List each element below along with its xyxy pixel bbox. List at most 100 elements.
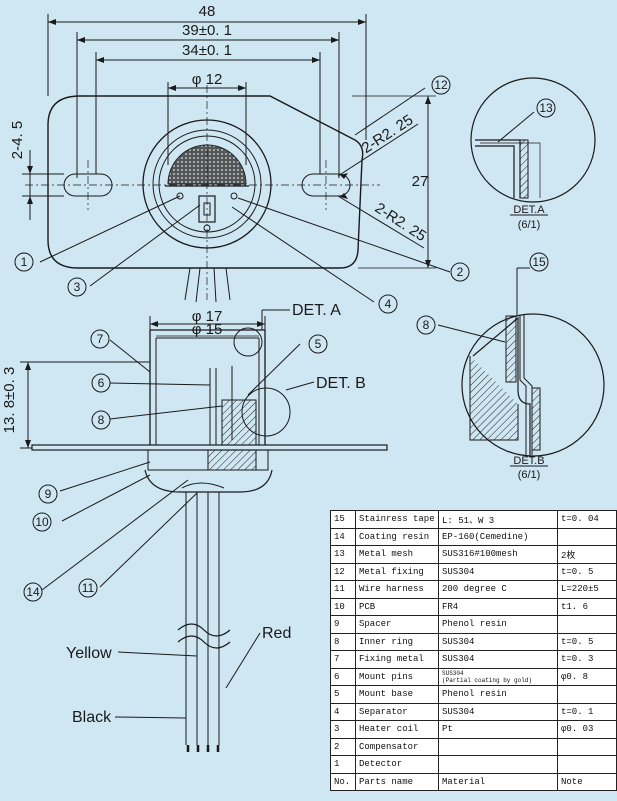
part-note: t=0. 1: [557, 702, 617, 721]
dim-27: 27: [412, 173, 429, 190]
part-note: t=0. 5: [557, 632, 617, 651]
part-number: 9: [330, 615, 356, 634]
part-number: 15: [330, 510, 356, 529]
part-note: t=0. 3: [557, 650, 617, 669]
part-name: PCB: [355, 597, 439, 616]
part-name: Metal mesh: [355, 545, 439, 564]
part-name: Fixing metal: [355, 650, 439, 669]
det-b-scale: (6/1): [518, 469, 541, 481]
part-material-sub: (Partial coating by gold): [442, 676, 533, 684]
part-number: 14: [330, 527, 356, 546]
part-name: Metal fixing: [355, 562, 439, 581]
callout-5-circle: [308, 334, 328, 354]
part-material: SUS304: [438, 650, 558, 669]
part-name: Compensator: [355, 737, 439, 756]
part-number: 6: [330, 667, 356, 686]
part-note: 2枚: [557, 545, 617, 564]
header-note: Note: [557, 772, 617, 791]
part-material: 200 degree C: [438, 580, 558, 599]
callout-8: 8: [423, 318, 430, 332]
dim-2-4-5: 2-4. 5: [9, 121, 26, 159]
det-a-label: DET.A: [513, 204, 545, 216]
part-note: φ0. 03: [557, 720, 617, 739]
det-b-reference: DET. B: [316, 375, 366, 392]
part-material: Phenol resin: [438, 685, 558, 704]
callout-7: 7: [97, 332, 104, 346]
part-number: 5: [330, 685, 356, 704]
callout-9: 9: [45, 487, 52, 501]
callout-12: 12: [434, 78, 448, 92]
callout-7-circle: [90, 329, 110, 349]
wire-label-yellow: Yellow: [66, 645, 112, 662]
part-material: SUS304: [438, 562, 558, 581]
part-name: Detector: [355, 755, 439, 774]
part-note: [557, 755, 617, 774]
detail-b: [437, 267, 605, 467]
part-number: 3: [330, 720, 356, 739]
callout-15: 15: [532, 255, 546, 269]
dim-radius-top: 2-R2. 25: [359, 111, 417, 157]
callout-1: 1: [21, 255, 28, 269]
part-name: Mount base: [355, 685, 439, 704]
part-name: Separator: [355, 702, 439, 721]
part-number: 2: [330, 737, 356, 756]
callout-2-circle: [450, 262, 470, 282]
dim-34: 34±0. 1: [182, 42, 232, 59]
wire-label-red: Red: [262, 625, 291, 642]
callout-3-circle: [67, 277, 87, 297]
wire-label-black: Black: [72, 709, 112, 726]
callout-5: 5: [315, 337, 322, 351]
part-name: Spacer: [355, 615, 439, 634]
callout-14-circle: [23, 582, 43, 602]
header-no: No.: [330, 772, 356, 791]
callout-6: 6: [98, 376, 105, 390]
callout-13-circle: [536, 98, 556, 118]
top-view: [22, 14, 451, 303]
part-number: 7: [330, 650, 356, 669]
dim-dia-12: φ 12: [192, 71, 223, 88]
part-material-main: SUS304: [442, 669, 464, 677]
part-number: 11: [330, 580, 356, 599]
dim-13-8: 13. 8±0. 3: [1, 367, 18, 434]
callout-4: 4: [385, 297, 392, 311]
part-material: FR4: [438, 597, 558, 616]
part-name: Wire harness: [355, 580, 439, 599]
callout-14: 14: [26, 585, 40, 599]
part-note: [557, 737, 617, 756]
det-b-label: DET.B: [513, 455, 544, 467]
part-material: [438, 755, 558, 774]
part-material: SUS304: [438, 702, 558, 721]
callout-11-circle: [78, 578, 98, 598]
part-material: SUS316#100mesh: [438, 545, 558, 564]
dim-dia-17: φ 17: [192, 308, 223, 325]
part-number: 1: [330, 755, 356, 774]
part-material: Phenol resin: [438, 615, 558, 634]
part-number: 12: [330, 562, 356, 581]
part-material: Pt: [438, 720, 558, 739]
part-material: L: 51、W 3: [438, 510, 558, 529]
part-material: SUS304: [438, 632, 558, 651]
det-a-reference: DET. A: [292, 302, 341, 319]
part-material: SUS304(Partial coating by gold): [438, 667, 558, 686]
part-name: Heater coil: [355, 720, 439, 739]
part-name: Coating resin: [355, 527, 439, 546]
part-number: 8: [330, 632, 356, 651]
callout-1-circle: [14, 252, 34, 272]
callout-2: 2: [457, 265, 464, 279]
dim-48: 48: [199, 3, 216, 20]
